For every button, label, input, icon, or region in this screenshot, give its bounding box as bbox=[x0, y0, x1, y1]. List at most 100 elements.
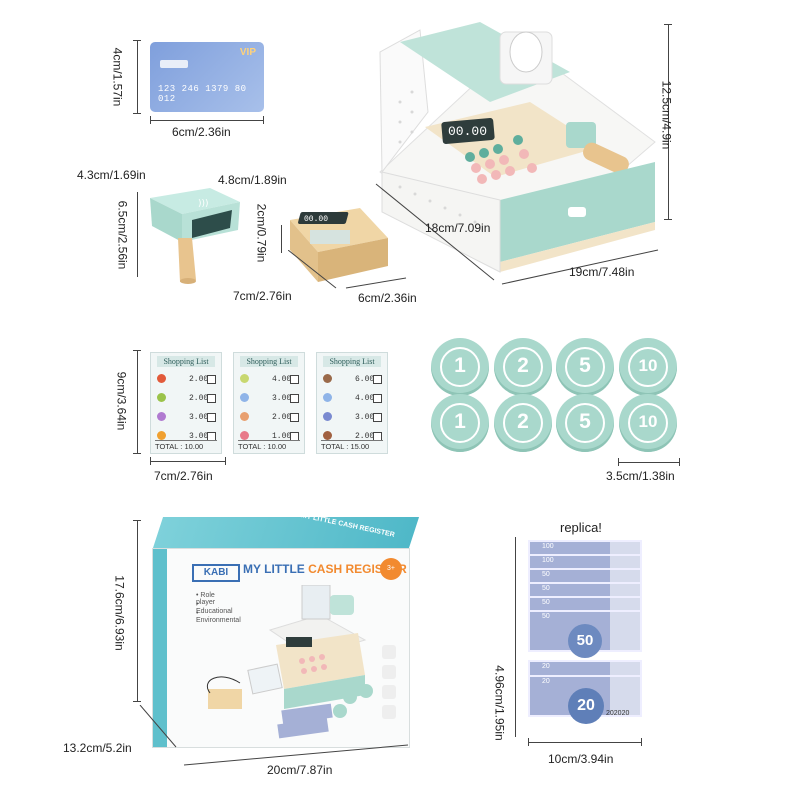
pos-depth-label: 7cm/2.76in bbox=[233, 289, 292, 303]
cash-register-image: 00.00 bbox=[379, 22, 656, 273]
grocery-item-icon bbox=[157, 393, 166, 402]
coin: 10 bbox=[619, 338, 677, 396]
age-badge: 3+ bbox=[380, 558, 402, 580]
list-item-price: 2.00 bbox=[355, 432, 375, 441]
grocery-item-icon bbox=[157, 374, 166, 383]
coin-value: 2 bbox=[517, 410, 529, 433]
coin: 1 bbox=[431, 338, 489, 396]
register-height-label: 12.5cm/4.9in bbox=[659, 80, 674, 150]
list-item: 4.00 bbox=[234, 370, 304, 389]
scanner-width-label-2: 4.8cm/1.89in bbox=[218, 173, 287, 187]
list-item-price: 3.00 bbox=[355, 413, 375, 422]
card-height-label: 4cm/1.57in bbox=[110, 47, 125, 107]
banknote: 50 bbox=[528, 610, 642, 652]
list-item: 6.00 bbox=[317, 370, 387, 389]
shopping-list-title: Shopping List bbox=[323, 356, 381, 367]
coin-size-line bbox=[618, 462, 680, 463]
list-item-price: 2.00 bbox=[272, 413, 292, 422]
checkbox-icon bbox=[290, 375, 299, 384]
scanner-width-label-1: 4.3cm/1.69in bbox=[77, 168, 146, 182]
coin: 1 bbox=[431, 394, 489, 452]
banknote-denomination: 50 bbox=[542, 571, 550, 578]
money-width-label: 10cm/3.94in bbox=[548, 752, 614, 766]
coin-value: 10 bbox=[638, 412, 658, 431]
lists-width-line bbox=[150, 461, 226, 462]
box-feature: • Environmental bbox=[196, 610, 241, 624]
box-height-line bbox=[137, 520, 138, 702]
box-product-illustration bbox=[207, 585, 396, 739]
coin-value: 1 bbox=[454, 410, 466, 433]
list-item-price: 3.00 bbox=[189, 432, 209, 441]
card-number: 123 246 1379 80 012 bbox=[158, 84, 247, 104]
list-total: TOTAL : 10.00 bbox=[238, 440, 300, 451]
checkbox-icon bbox=[290, 413, 299, 422]
register-dimension-lines bbox=[375, 183, 659, 285]
checkbox-icon bbox=[207, 394, 216, 403]
grocery-item-icon bbox=[323, 393, 332, 402]
list-item: 2.00 bbox=[151, 370, 221, 389]
register-width-label: 19cm/7.48in bbox=[569, 265, 635, 279]
coin-value: 5 bbox=[579, 410, 591, 433]
box-feature: • Educational bbox=[196, 601, 233, 615]
coin: 10 bbox=[619, 394, 677, 452]
checkbox-icon bbox=[207, 413, 216, 422]
coin: 5 bbox=[556, 394, 614, 452]
money-width-line bbox=[528, 742, 642, 743]
box-height-label: 17.6cm/6.93in bbox=[112, 575, 127, 651]
list-item: 2.00 bbox=[234, 408, 304, 427]
list-item-price: 4.00 bbox=[272, 375, 292, 384]
list-total: TOTAL : 15.00 bbox=[321, 440, 383, 451]
coin-value: 5 bbox=[579, 354, 591, 377]
grocery-item-icon bbox=[323, 431, 332, 440]
lists-width-label: 7cm/2.76in bbox=[154, 469, 213, 483]
pos-machine-image: 00.00 bbox=[290, 208, 388, 282]
grocery-item-icon bbox=[240, 393, 249, 402]
banknote-denomination: 20 bbox=[542, 663, 550, 670]
box-dimension-lines bbox=[139, 705, 409, 766]
list-item-price: 3.00 bbox=[272, 394, 292, 403]
money-height-label: 4.96cm/1.95in bbox=[492, 665, 507, 741]
card-vip-text: VIP bbox=[239, 47, 256, 58]
svg-text:))): ))) bbox=[198, 199, 209, 209]
box-feature: • Role player bbox=[196, 592, 216, 606]
scanner-height-line bbox=[137, 192, 138, 277]
list-item-price: 2.00 bbox=[189, 375, 209, 384]
box-depth-label: 13.2cm/5.2in bbox=[63, 741, 132, 755]
box-width-label: 20cm/7.87in bbox=[267, 763, 333, 777]
pos-dimension-lines bbox=[288, 250, 407, 289]
pos-width-label: 6cm/2.36in bbox=[358, 291, 417, 305]
list-item-price: 3.00 bbox=[189, 413, 209, 422]
coin-value: 1 bbox=[454, 354, 466, 377]
card-width-label: 6cm/2.36in bbox=[172, 125, 231, 139]
grocery-item-icon bbox=[240, 374, 249, 383]
list-item-price: 4.00 bbox=[355, 394, 375, 403]
grocery-item-icon bbox=[240, 431, 249, 440]
checkbox-icon bbox=[373, 394, 382, 403]
card-height-line bbox=[137, 40, 138, 114]
list-item-price: 2.00 bbox=[189, 394, 209, 403]
banknote-denomination: 100 bbox=[542, 543, 554, 550]
coin: 5 bbox=[556, 338, 614, 396]
lists-height-line bbox=[137, 350, 138, 454]
checkbox-icon bbox=[373, 375, 382, 384]
list-item: 3.00 bbox=[317, 408, 387, 427]
register-depth-label: 18cm/7.09in bbox=[425, 221, 491, 235]
coin-value: 2 bbox=[517, 354, 529, 377]
list-item: 3.00 bbox=[151, 408, 221, 427]
grocery-item-icon bbox=[323, 374, 332, 383]
pos-display: 00.00 bbox=[304, 215, 328, 224]
barcode-scanner-image: ))) bbox=[150, 188, 240, 284]
card-width-line bbox=[150, 120, 264, 121]
coin-size-label: 3.5cm/1.38in bbox=[606, 469, 675, 483]
box-title-a: MY LITTLE bbox=[243, 562, 309, 576]
lists-height-label: 9cm/3.64in bbox=[114, 371, 129, 431]
vip-card: VIP 123 246 1379 80 012 bbox=[150, 42, 264, 112]
box-brand-logo: KABI bbox=[192, 564, 240, 582]
checkbox-icon bbox=[207, 375, 216, 384]
banknote-denomination: 50 bbox=[542, 613, 550, 620]
pos-height-label: 2cm/0.79in bbox=[254, 203, 269, 263]
banknote-denomination: 50 bbox=[542, 585, 550, 592]
